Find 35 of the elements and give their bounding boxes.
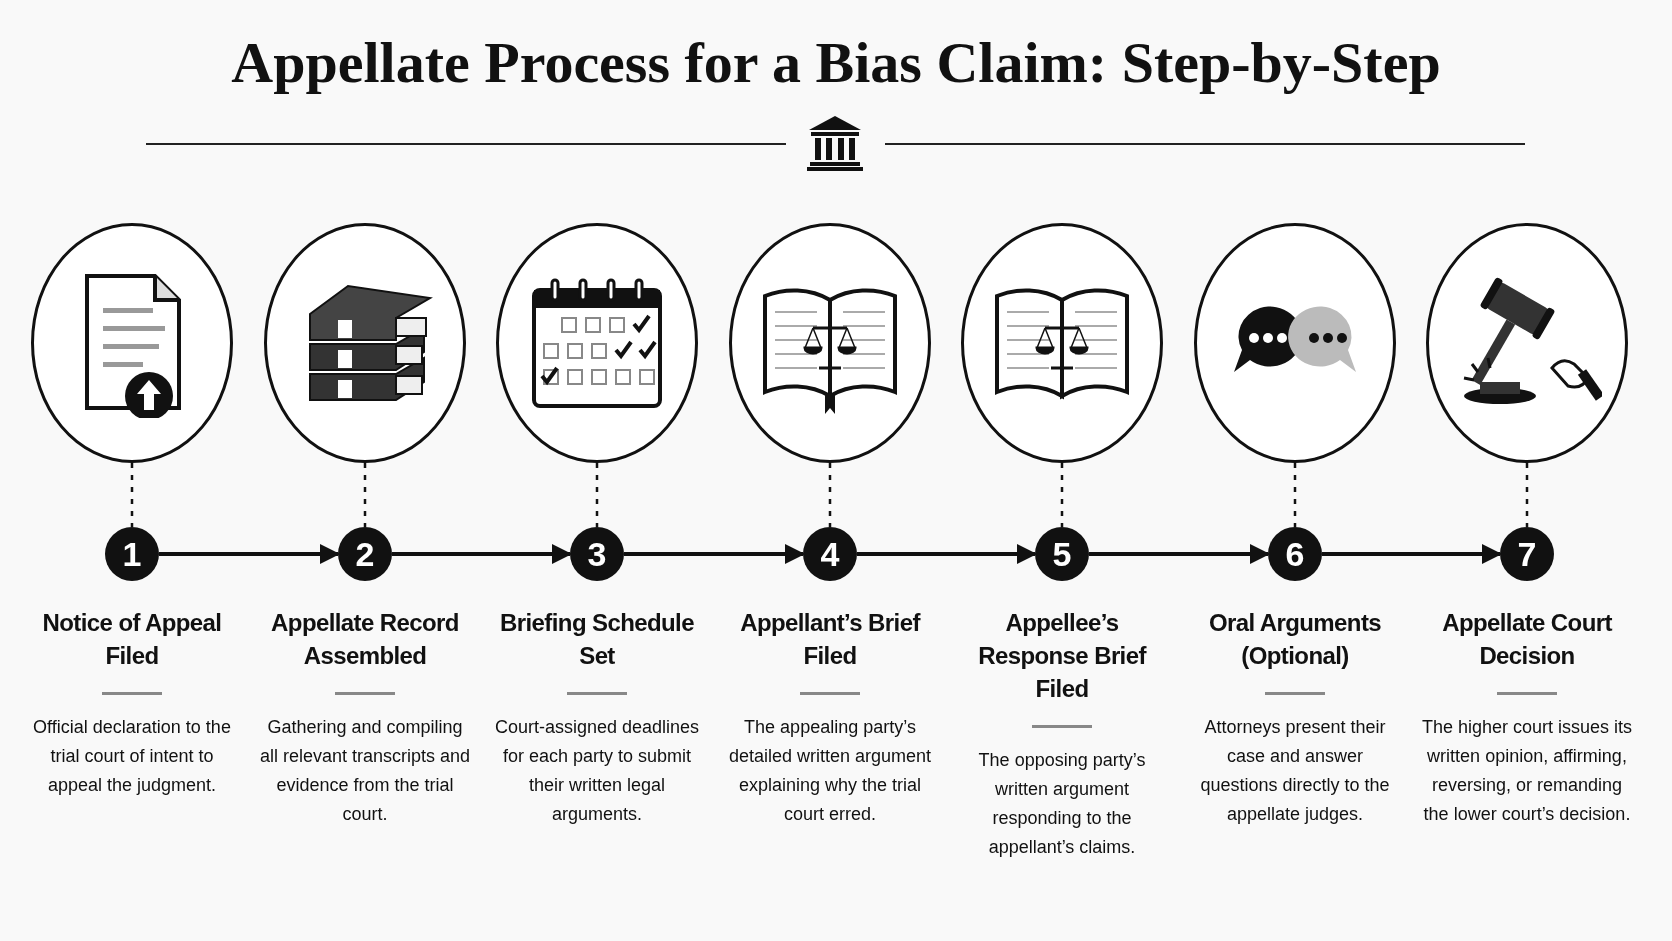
step-heading: Briefing Schedule Set bbox=[499, 608, 695, 671]
step-number: 6 bbox=[1268, 527, 1322, 581]
step-number: 7 bbox=[1500, 527, 1554, 581]
dashed-connector bbox=[595, 463, 599, 527]
title: Appellate Process for a Bias Claim: Step-by-Step bbox=[230, 29, 1442, 97]
step-description: Gathering and compiling all relevant transcripts and evidence from the trial court. bbox=[258, 716, 472, 826]
arrow bbox=[392, 544, 572, 564]
step-heading: Oral Arguments (Optional) bbox=[1207, 608, 1383, 671]
dashed-connector bbox=[130, 463, 134, 527]
step-description: The appealing party’s detailed written argument explaining why the trial court erred. bbox=[727, 716, 933, 826]
arrow bbox=[1322, 544, 1502, 564]
step-number: 4 bbox=[803, 527, 857, 581]
dashed-connector bbox=[1293, 463, 1297, 527]
step-number: 1 bbox=[105, 527, 159, 581]
dashed-connector bbox=[828, 463, 832, 527]
step-description: The opposing party’s written argument responding to the appellant’s claims. bbox=[977, 749, 1147, 859]
arrow bbox=[159, 544, 340, 564]
arrow bbox=[624, 544, 805, 564]
step-heading: Appellant’s Brief Filed bbox=[739, 608, 922, 671]
step-heading: Appellee’s Response Brief Filed bbox=[977, 608, 1148, 704]
step-number: 3 bbox=[570, 527, 624, 581]
step-description: Attorneys present their case and answer questions directly to the appellate judges. bbox=[1199, 716, 1391, 826]
step-description: The higher court issues its written opinion, affirming, reversing, or remanding the lower court’s decision. bbox=[1420, 716, 1634, 826]
step-heading: Appellate Record Assembled bbox=[270, 608, 460, 671]
step-number: 5 bbox=[1035, 527, 1089, 581]
dashed-connector bbox=[363, 463, 367, 527]
step-number: 2 bbox=[338, 527, 392, 581]
step-description: Court-assigned deadlines for each party to submit their written legal arguments. bbox=[493, 716, 701, 826]
step-heading: Notice of Appeal Filed bbox=[41, 608, 223, 671]
step-description: Official declaration to the trial court of intent to appeal the judgment. bbox=[32, 716, 232, 797]
dashed-connector bbox=[1060, 463, 1064, 527]
dashed-connector bbox=[1525, 463, 1529, 527]
arrow bbox=[857, 544, 1037, 564]
step-heading: Appellate Court Decision bbox=[1441, 608, 1614, 671]
arrow bbox=[1089, 544, 1270, 564]
